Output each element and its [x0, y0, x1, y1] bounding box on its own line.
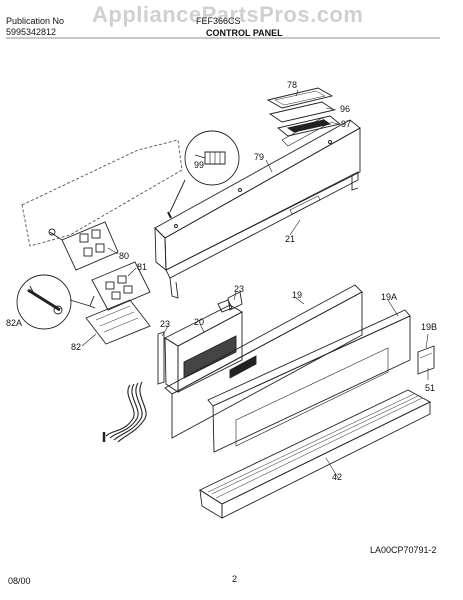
callout-96: 96 [340, 104, 351, 114]
part-99-screw-callout [167, 130, 240, 219]
footer-page: 2 [232, 574, 238, 584]
part-42-vent-grille [199, 389, 431, 519]
part-23-left-bracket [157, 331, 165, 385]
part-19A-trim-frame [207, 309, 411, 453]
callout-51: 51 [425, 383, 436, 393]
callout-42: 42 [332, 472, 343, 482]
wiring-back-panel [21, 139, 183, 247]
callout-82: 82 [71, 342, 82, 352]
watermark: AppliancePartsPros.com [92, 2, 364, 27]
callout-21: 21 [285, 234, 296, 244]
callout-81: 81 [137, 262, 148, 272]
callout-97: 97 [341, 119, 352, 129]
callout-23-right: 23 [234, 284, 245, 294]
publication-label: Publication No [6, 16, 65, 26]
part-51-plate [417, 345, 435, 375]
diagram-code: LA00CP70791-2 [370, 545, 437, 555]
model-number: FEF366CS [196, 16, 241, 26]
callout-19: 19 [292, 290, 303, 300]
part-80-relay-board [48, 221, 119, 271]
callout-80: 80 [119, 251, 130, 261]
callout-78: 78 [287, 80, 298, 90]
part-96-gasket [268, 101, 336, 123]
part-81-control-board [89, 261, 151, 311]
callout-23-left: 23 [160, 319, 171, 329]
part-79-housing [154, 117, 361, 271]
callout-82A: 82A [6, 318, 23, 328]
part-82A-callout [16, 274, 91, 330]
section-title: CONTROL PANEL [206, 28, 283, 38]
callout-19B: 19B [421, 322, 438, 332]
callout-20: 20 [194, 317, 205, 327]
part-21-bracket [165, 171, 359, 299]
part-23-right-bracket [227, 291, 243, 311]
ribbon-cable [102, 381, 147, 443]
part-78-bezel [266, 87, 334, 109]
part-19-glass-panel [164, 284, 363, 439]
part-82-board [85, 299, 151, 345]
part-97-overlay [276, 115, 342, 137]
callout-19A: 19A [381, 292, 398, 302]
publication-number: 5995342812 [6, 27, 57, 37]
footer-date: 08/00 [8, 576, 31, 586]
callout-79: 79 [254, 152, 265, 162]
part-20-display-module [164, 299, 243, 393]
callout-99: 99 [194, 160, 205, 170]
